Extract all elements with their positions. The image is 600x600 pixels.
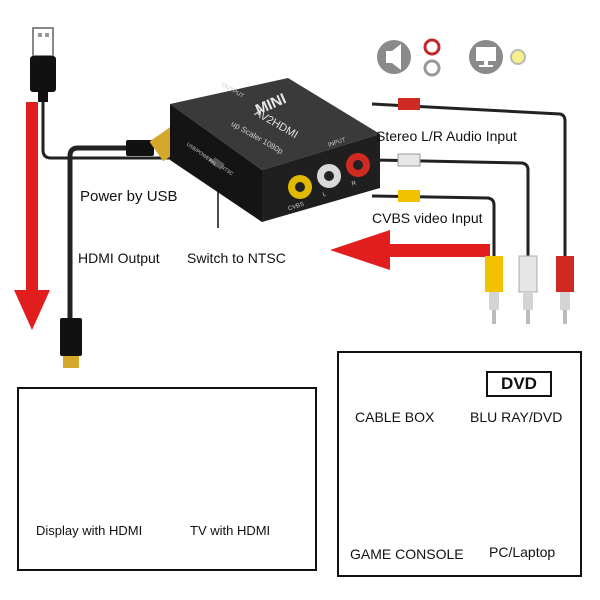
cable-box-label: CABLE BOX [355,409,435,425]
source-box [337,351,582,577]
power-label: Power by USB [80,188,178,205]
dvd-badge: DVD [486,371,552,397]
video-dot-icon [510,49,526,65]
pc-label: PC/Laptop [489,544,556,560]
stereo-input-label: Stereo L/R Audio Input [376,128,517,144]
speaker-icon [377,40,411,74]
hdmi-plug-bottom [60,318,82,368]
rca-plug-red [556,256,574,324]
cvbs-input-label: CVBS video Input [372,210,483,226]
game-console-label: GAME CONSOLE [350,546,464,562]
rca-cables [371,98,567,256]
display-box [17,387,317,571]
rca-plug-white [518,255,538,324]
usb-plug-icon [30,27,56,102]
switch-label: Switch to NTSC [187,250,286,266]
bluray-label: BLU RAY/DVD [470,409,563,425]
rca-plug-yellow [485,256,503,324]
converter-device [170,78,380,222]
left-arrow [14,102,50,330]
rca-jack-icon [423,38,441,77]
usb-cable [41,102,205,160]
monitor-label: Display with HDMI [36,523,143,538]
hdmi-cable [67,145,126,318]
hdmi-output-label: HDMI Output [78,250,160,266]
dvd-badge-text: DVD [501,374,537,393]
middle-arrow [330,230,490,270]
monitor-icon [469,40,503,74]
tv-label: TV with HDMI [190,523,271,538]
